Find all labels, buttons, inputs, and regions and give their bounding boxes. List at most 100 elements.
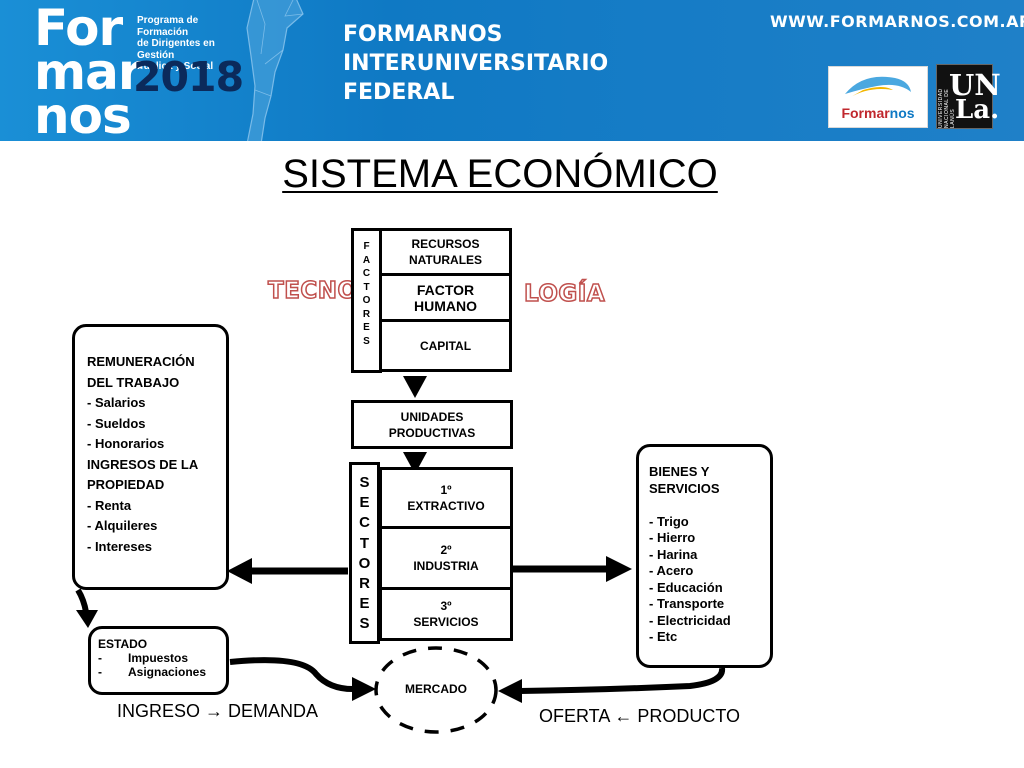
income-line: INGRESOS DE LA [87,456,199,472]
sector-primary: 1º EXTRACTIVO [379,467,513,529]
state-item-text: Impuestos [128,651,189,665]
sectors-letter: S [359,474,370,491]
factor-human: FACTOR HUMANO [379,273,512,322]
goods-line: - Etc [649,629,678,644]
argentina-map-icon [246,0,304,141]
arrow-income-to-state-line [75,588,89,613]
unla-top-text: UN [949,68,1001,102]
sector-secondary: 2º INDUSTRIA [379,526,513,590]
factors-letter: F [363,241,370,252]
factors-letter: C [362,268,371,279]
logo-line-1: For [34,0,123,57]
factors-letter: A [362,254,371,266]
program-line-2: de Dirigentes en Gestión [137,38,215,61]
logo-text-part1: Formar [841,105,890,121]
income-line: REMUNERACIÓN [87,354,195,369]
factors-letter: T [363,281,370,293]
state-item: - Asignaciones [98,665,220,679]
sectors-letter: O [358,554,371,572]
goods-services-box: BIENES Y SERVICIOS - Trigo - Hierro - Ha… [636,444,773,668]
demand-label: INGRESO → DEMANDA [117,701,319,721]
goods-line: - Transporte [649,596,725,611]
income-line: - Intereses [87,538,153,554]
year-label: 2018 [133,53,244,101]
logo-text-part2: nos [889,105,915,121]
goods-line: - Electricidad [649,612,731,628]
program-description: Programa de Formación de Dirigentes en G… [137,15,247,73]
formarnos-small-logo-text: Formarnos [829,105,927,121]
goods-line: SERVICIOS [649,480,720,496]
factors-letter: S [363,335,370,347]
sectors-letter: E [359,494,370,512]
arrow-state-to-market-head [352,677,376,701]
arrow-income-to-state-head [76,610,98,628]
unla-logo: UNIVERSIDAD NACIONAL DE LANÚS UN La. [936,64,1001,129]
swoosh-icon [845,76,911,98]
income-line: - Honorarios [87,436,165,451]
market-ellipse [374,646,498,734]
income-line: - Salarios [87,395,146,410]
page-title-text: SISTEMA ECONÓMICO [282,152,718,196]
income-line: - Alquileres [87,518,158,533]
arrow-sectors-to-income-head [227,558,252,584]
supply-label: OFERTA ← PRODUCTO [539,706,741,726]
state-item-dash: - [98,665,102,679]
state-item: - Impuestos [98,651,220,665]
sectors-vertical-box: S E C T O R E S [349,462,380,644]
factors-letter: R [362,308,371,320]
logo-line-2: mar [34,43,142,101]
factors-vertical-label: F A C T O R E S [354,240,379,348]
arrow-factors-to-units [403,376,427,398]
state-title: ESTADO [98,637,148,651]
arrow-sectors-to-goods-head [606,556,632,582]
arrow-state-to-market-line [229,657,357,693]
unla-bottom-text: La. [955,95,1000,125]
sector-tertiary: 3º SERVICIOS [379,587,513,641]
goods-line: - Harina [649,546,698,562]
technology-left-label: TECNO [267,277,358,305]
arrow-goods-to-market-line [519,667,726,694]
arrow-units-to-sectors [403,452,427,474]
sectors-letter: R [359,575,370,593]
state-box: ESTADO - Impuestos - Asignaciones [88,626,229,695]
program-title-line-1: FORMARNOS [343,22,503,47]
factor-natural-resources: RECURSOS NATURALES [379,228,512,276]
factors-vertical-box: F A C T O R E S [351,228,382,373]
header-banner: For mar nos Programa de Formación de Dir… [0,0,1024,141]
program-line-1: Programa de Formación [137,15,199,38]
income-line: PROPIEDAD [87,477,165,492]
state-item-dash: - [98,651,102,665]
income-line: - Sueldos [87,415,146,431]
website-url: WWW.FORMARNOS.COM.AR [770,12,1024,31]
goods-line: - Hierro [649,530,696,545]
logo-line-3: nos [34,87,132,141]
program-title-line-3: FEDERAL [343,80,455,105]
income-line: - Renta [87,497,132,513]
factor-capital: CAPITAL [379,319,512,372]
program-title-line-2: INTERUNIVERSITARIO [343,51,609,76]
goods-line: - Educación [649,579,723,595]
program-title: FORMARNOS INTERUNIVERSITARIO FEDERAL [343,20,608,107]
formarnos-small-logo: Formarnos [828,66,928,128]
sectors-letter: E [359,595,370,613]
arrow-goods-to-market-head [498,679,522,703]
productive-units-box: UNIDADES PRODUCTIVAS [351,400,513,449]
goods-line [649,497,762,514]
sectors-vertical-label: S E C T O R E S [352,473,377,635]
market-label: MERCADO [405,682,467,696]
factors-letter: E [363,322,370,333]
technology-right-label: LOGÍA [523,280,606,308]
sectors-letter: S [359,615,370,633]
sectors-letter: T [359,534,370,552]
goods-line: - Acero [649,563,694,578]
program-line-3: Pública y Social [137,61,214,72]
sectors-letter: C [359,514,370,532]
factors-letter: O [362,295,371,306]
state-item-text: Asignaciones [128,665,207,679]
page-title: SISTEMA ECONÓMICO [0,148,1000,200]
income-line: DEL TRABAJO [87,374,180,390]
goods-line: BIENES Y [649,464,710,479]
income-box: REMUNERACIÓN DEL TRABAJO - Salarios - Su… [72,324,229,590]
goods-line: - Trigo [649,513,689,529]
